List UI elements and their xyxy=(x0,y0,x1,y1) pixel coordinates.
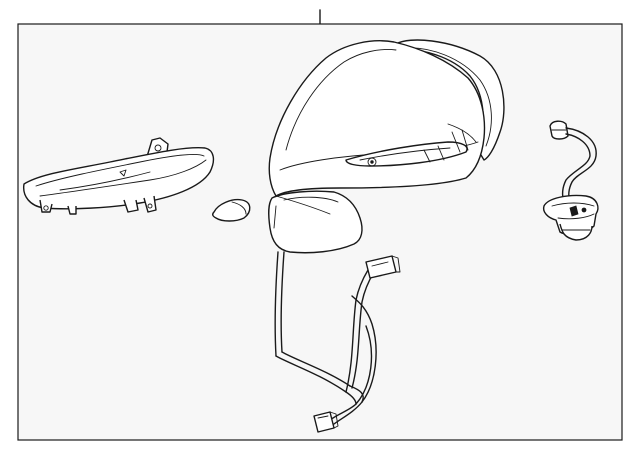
puddle-lamp-socket-with-pigtail[interactable] xyxy=(542,120,599,241)
turn-signal-lamp-assembly[interactable] xyxy=(23,137,215,215)
mirror-wire-harness[interactable] xyxy=(274,251,401,433)
small-cap-piece[interactable] xyxy=(212,198,251,222)
outside-mirror-assembly[interactable] xyxy=(267,39,505,254)
